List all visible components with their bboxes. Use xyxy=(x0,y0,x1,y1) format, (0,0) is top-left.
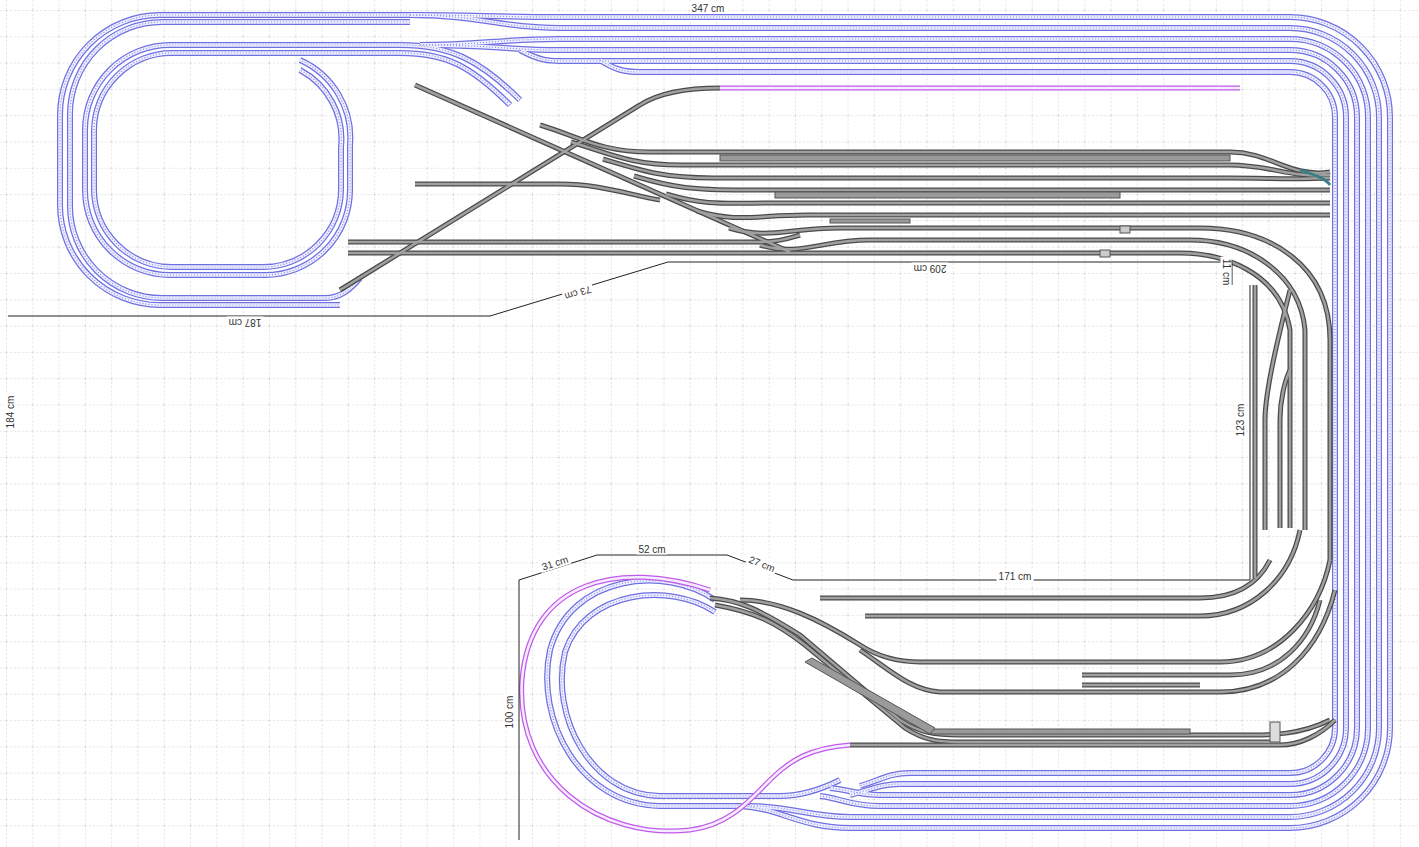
dimension-label: 209 cm xyxy=(912,263,949,274)
blue-track-outline xyxy=(60,15,1390,828)
dimension-label: 100 cm xyxy=(504,694,515,731)
platform xyxy=(775,192,1120,198)
grey-track-bed xyxy=(340,85,1335,745)
dimension-label: 347 cm xyxy=(690,3,727,14)
dimension-label: 187 cm xyxy=(227,317,264,328)
dimension-label: 73 cm xyxy=(561,283,594,303)
dimension-label: 123 cm xyxy=(1235,402,1246,439)
blue-track-bed xyxy=(60,15,1390,828)
buffer-stop xyxy=(1270,722,1280,742)
dimension-label: 171 cm xyxy=(997,571,1034,582)
building xyxy=(1100,250,1110,257)
dimension-line xyxy=(519,285,1250,840)
dimension-label: 184 cm xyxy=(5,394,16,431)
dimension-label: 27 cm xyxy=(745,553,778,575)
building xyxy=(1120,226,1130,233)
platform xyxy=(805,658,935,734)
platform xyxy=(720,155,1230,161)
platform xyxy=(930,729,1190,734)
grey-track-outline xyxy=(340,85,1335,745)
teal-track xyxy=(1300,170,1330,185)
dimension-label: 31 cm xyxy=(538,553,571,573)
magenta-track-outline xyxy=(522,88,1240,831)
dimension-line xyxy=(8,262,1232,316)
dimension-label: 52 cm xyxy=(636,544,667,555)
blue-track-ties xyxy=(60,15,1390,828)
platform xyxy=(830,219,910,223)
dimension-label: 11 cm xyxy=(1221,257,1232,288)
magenta-track-bed xyxy=(522,88,1240,831)
